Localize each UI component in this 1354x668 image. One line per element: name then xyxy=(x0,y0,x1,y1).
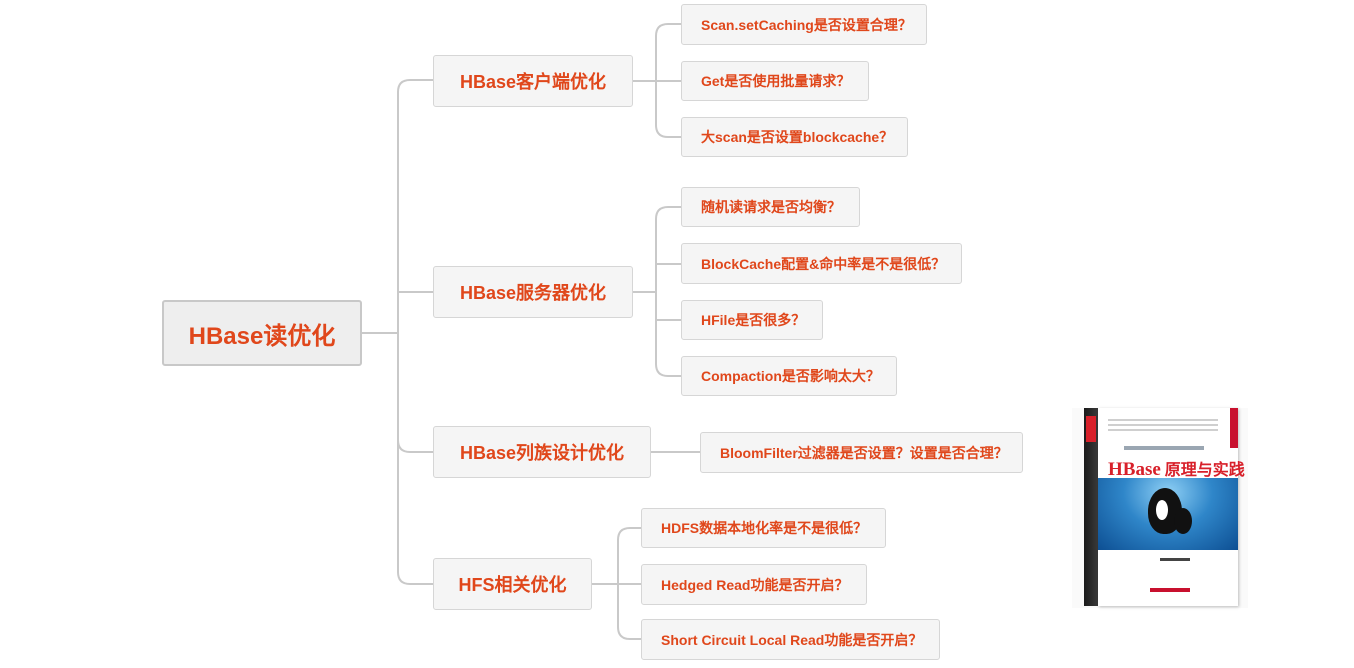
connector-b2 xyxy=(632,206,682,377)
connector-b1 xyxy=(632,23,682,138)
book-publisher-mark xyxy=(1150,588,1190,592)
leaf-get-batch[interactable]: Get是否使用批量请求？ xyxy=(681,61,869,101)
leaf-compaction-impact[interactable]: Compaction是否影响太大？ xyxy=(681,356,897,396)
book-spine xyxy=(1084,408,1098,606)
leaf-random-read-balance[interactable]: 随机读请求是否均衡？ xyxy=(681,187,860,227)
book-front: HBase 原理与实践 xyxy=(1098,408,1245,606)
branch-hdfs-optimization[interactable]: HFS相关优化 xyxy=(433,558,592,610)
root-node[interactable]: HBase读优化 xyxy=(162,300,362,366)
book-title: HBase 原理与实践 xyxy=(1108,456,1245,481)
branch-server-optimization[interactable]: HBase服务器优化 xyxy=(433,266,633,318)
book-title-latin: HBase xyxy=(1108,459,1161,480)
connector-b4 xyxy=(591,527,642,640)
leaf-scan-setcaching[interactable]: Scan.setCaching是否设置合理？ xyxy=(681,4,927,45)
leaf-blockcache-hit-rate[interactable]: BlockCache配置&命中率是不是很低？ xyxy=(681,243,962,284)
book-title-cjk: 原理与实践 xyxy=(1164,462,1245,479)
branch-column-family-design[interactable]: HBase列族设计优化 xyxy=(433,426,651,478)
book-blurb-lines xyxy=(1108,416,1218,434)
book-author-line xyxy=(1160,558,1190,561)
leaf-hdfs-locality[interactable]: HDFS数据本地化率是不是很低？ xyxy=(641,508,886,548)
orca-small-icon xyxy=(1174,508,1192,534)
book-spine-label xyxy=(1086,416,1096,442)
connector-branch-3 xyxy=(397,439,434,453)
book-cover-image: HBase 原理与实践 xyxy=(1072,408,1248,608)
book-ribbon xyxy=(1230,408,1238,448)
leaf-short-circuit-read[interactable]: Short Circuit Local Read功能是否开启？ xyxy=(641,619,940,660)
leaf-big-scan-blockcache[interactable]: 大scan是否设置blockcache？ xyxy=(681,117,908,157)
leaf-hfile-count[interactable]: HFile是否很多？ xyxy=(681,300,823,340)
connector-trunk xyxy=(397,79,434,585)
leaf-bloomfilter[interactable]: BloomFilter过滤器是否设置？设置是否合理？ xyxy=(700,432,1023,473)
branch-client-optimization[interactable]: HBase客户端优化 xyxy=(433,55,633,107)
book-subtitle-line xyxy=(1124,446,1204,450)
leaf-hedged-read[interactable]: Hedged Read功能是否开启？ xyxy=(641,564,867,605)
